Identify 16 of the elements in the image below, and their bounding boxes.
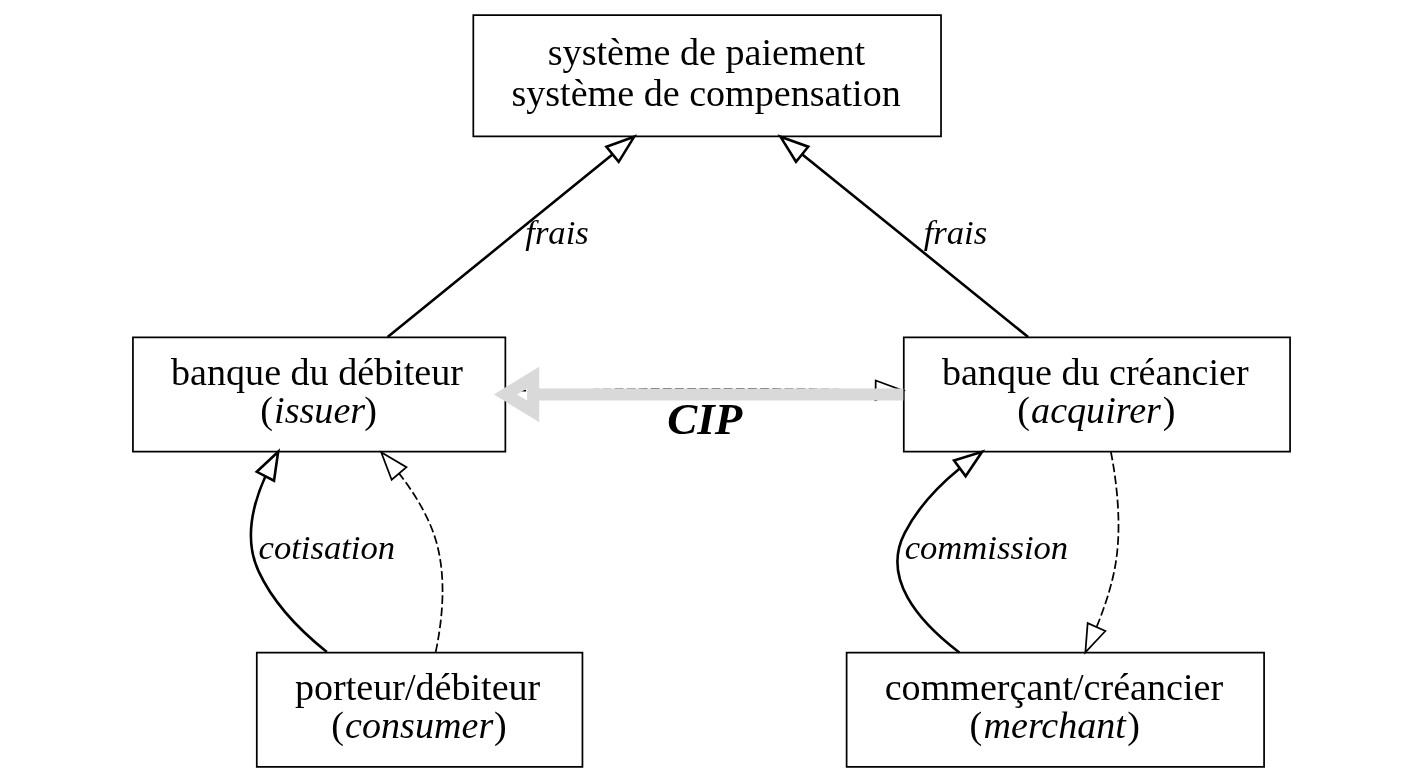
node-box: système de paiement système de compensation [472,14,942,138]
arrow [249,448,328,653]
edge-label: cotisation [258,528,396,567]
edge-label: frais [923,212,988,251]
arrow [1084,450,1120,655]
arrow [379,450,444,653]
edge-label: CIP [667,393,743,444]
arrow [386,134,638,339]
edge-label: commission [904,528,1069,567]
node-box: porteur/débiteur (consumer) [255,651,584,768]
edge-label: frais [525,212,589,251]
node-box: banque du débiteur (issuer) [132,336,507,453]
arrow [896,449,986,654]
node-box: banque du créancier (acquirer) [902,336,1291,453]
node-box: commerçant/créancier (merchant) [845,651,1265,768]
arrow [777,134,1029,339]
